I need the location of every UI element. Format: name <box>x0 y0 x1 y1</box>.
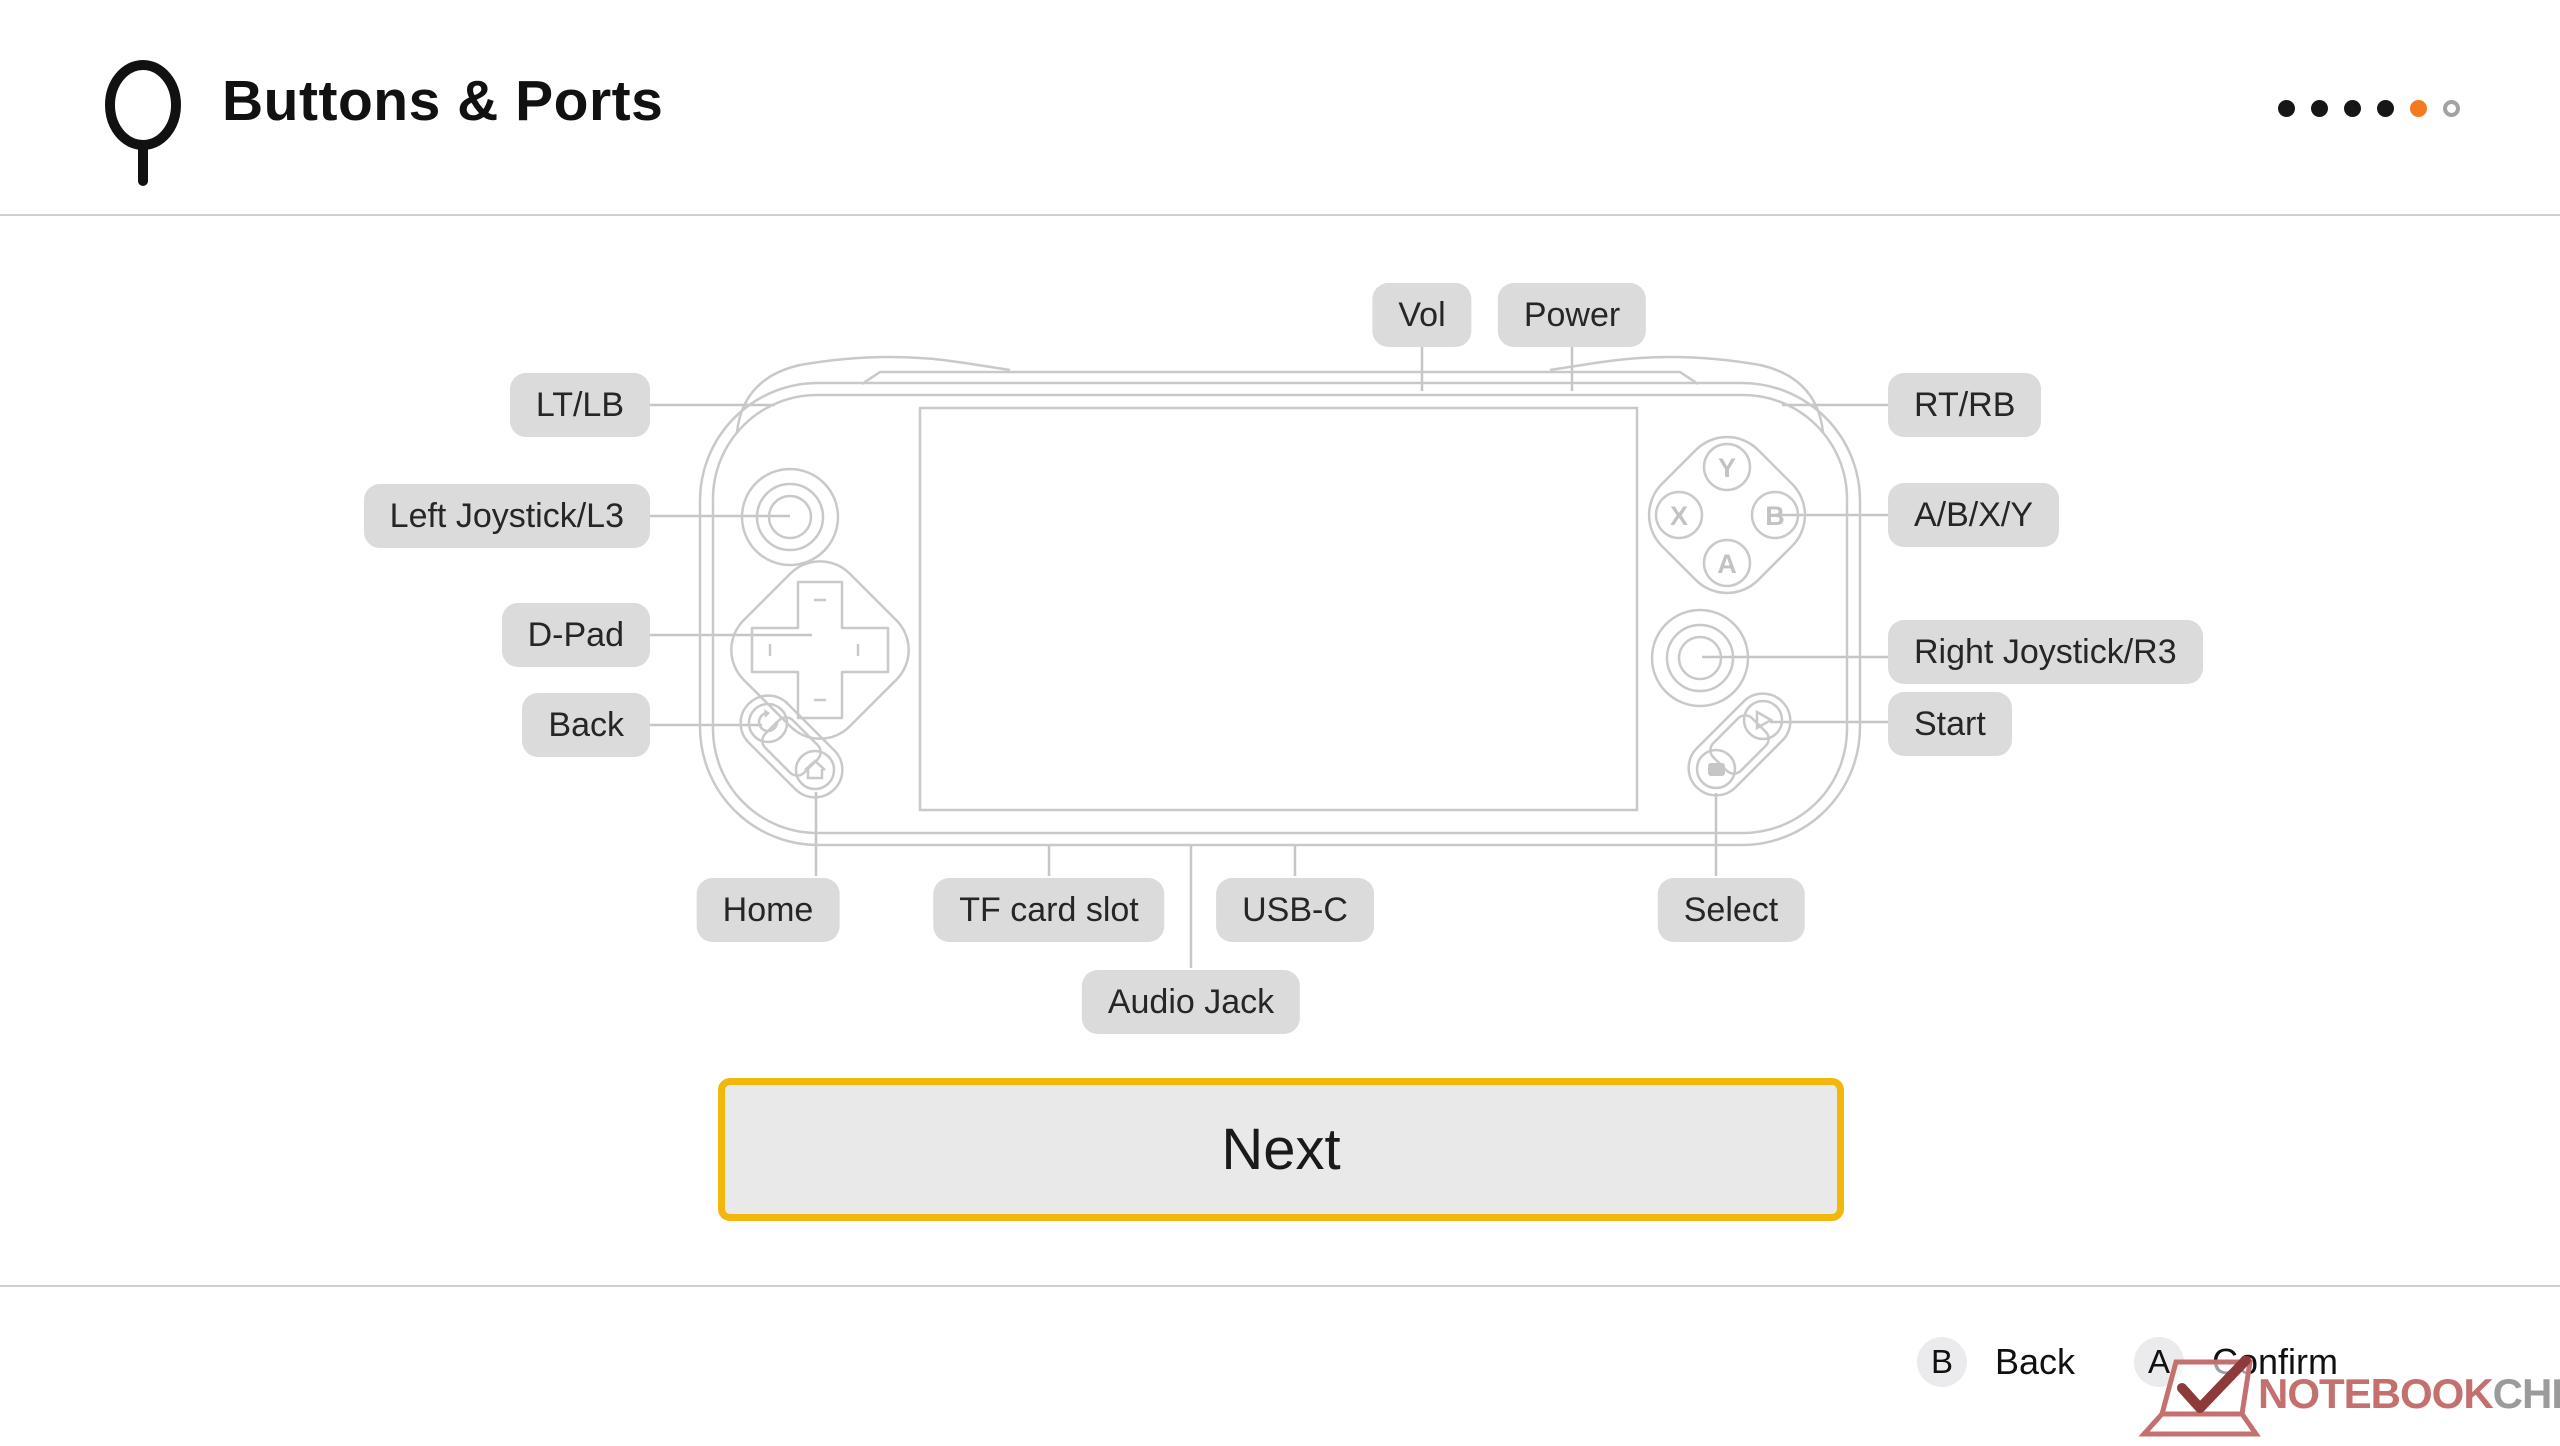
face-button-b: B <box>1765 501 1785 531</box>
face-button-a: A <box>1717 549 1737 579</box>
right-bumper-outline <box>1549 355 1825 433</box>
pagination-dots <box>2278 100 2460 117</box>
abxy-cluster: Y X B A <box>1647 435 1807 595</box>
callout-power: Power <box>1497 283 1647 347</box>
callout-home: Home <box>696 878 840 942</box>
callout-right-joystick: Right Joystick/R3 <box>1888 620 2203 684</box>
callout-tf-card-slot: TF card slot <box>933 878 1165 942</box>
left-joystick <box>740 467 840 567</box>
device-screen <box>918 406 1639 812</box>
callout-rt-rb: RT/RB <box>1888 373 2042 437</box>
right-joystick <box>1650 608 1750 708</box>
device-body-inner <box>711 393 1849 835</box>
confirm-hint: A Confirm <box>2134 1337 2338 1387</box>
back-home-cluster <box>739 694 844 799</box>
pagination-dot <box>2344 100 2361 117</box>
face-button-y: Y <box>1718 453 1736 483</box>
pagination-dot-active <box>2410 100 2427 117</box>
next-button[interactable]: Next <box>718 1078 1844 1221</box>
footer-divider <box>0 1285 2560 1287</box>
confirm-hint-label: Confirm <box>2212 1341 2339 1382</box>
back-hint-label: Back <box>1995 1341 2076 1382</box>
device-body-outer <box>698 381 1862 847</box>
logo-icon <box>105 60 181 186</box>
start-select-cluster <box>1687 692 1792 797</box>
callout-d-pad: D-Pad <box>501 603 650 667</box>
callout-usb-c: USB-C <box>1216 878 1374 942</box>
pagination-dot <box>2278 100 2295 117</box>
home-icon <box>804 759 826 780</box>
left-bumper-outline <box>735 355 1011 433</box>
select-square-icon <box>1708 763 1725 776</box>
callout-vol: Vol <box>1372 283 1472 347</box>
start-play-icon <box>1755 709 1774 731</box>
callout-left-joystick: Left Joystick/L3 <box>363 484 650 548</box>
callout-back: Back <box>522 693 650 757</box>
gamepad-a-key-icon: A <box>2134 1337 2184 1387</box>
callout-select: Select <box>1657 878 1805 942</box>
d-pad <box>730 560 910 740</box>
pagination-dot <box>2377 100 2394 117</box>
callout-start: Start <box>1888 692 2012 756</box>
watermark-check: CHECK <box>2492 1370 2560 1417</box>
back-hint: B Back <box>1917 1337 2075 1387</box>
page-title: Buttons & Ports <box>222 69 664 133</box>
gamepad-b-key-icon: B <box>1917 1337 1967 1387</box>
header: Buttons & Ports <box>0 0 2560 216</box>
callout-abxy: A/B/X/Y <box>1888 483 2060 547</box>
back-arrow-icon <box>757 709 779 733</box>
pagination-dot <box>2443 100 2460 117</box>
header-divider <box>0 214 2560 216</box>
callout-lt-lb: LT/LB <box>509 373 650 437</box>
connector-lines <box>650 347 1888 968</box>
top-ridge <box>861 370 1699 386</box>
pagination-dot <box>2311 100 2328 117</box>
face-button-x: X <box>1670 501 1688 531</box>
callout-audio-jack: Audio Jack <box>1081 970 1301 1034</box>
